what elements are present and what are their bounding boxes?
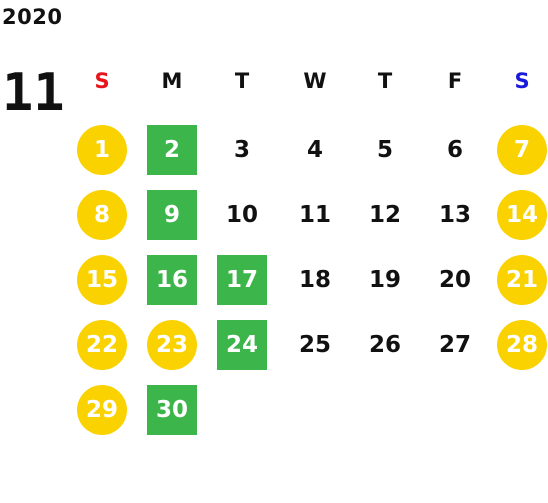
month-number: 11 xyxy=(2,63,65,123)
weekday-label-tuesday: T xyxy=(234,69,250,93)
day-cell-2: 2 xyxy=(147,125,197,175)
day-cell-1: 1 xyxy=(77,125,127,175)
day-cell-26: 26 xyxy=(368,332,401,358)
weekday-label-wednesday: W xyxy=(303,69,327,93)
day-cell-7: 7 xyxy=(497,125,547,175)
day-cell-13: 13 xyxy=(438,202,471,228)
day-cell-30: 30 xyxy=(147,385,197,435)
weekday-label-friday: F xyxy=(447,69,463,93)
day-cell-18: 18 xyxy=(298,267,331,293)
day-cell-5: 5 xyxy=(376,137,393,163)
day-cell-9: 9 xyxy=(147,190,197,240)
day-cell-19: 19 xyxy=(368,267,401,293)
day-cell-15: 15 xyxy=(77,255,127,305)
day-cell-28: 28 xyxy=(497,320,547,370)
day-cell-25: 25 xyxy=(298,332,331,358)
day-cell-16: 16 xyxy=(147,255,197,305)
weekday-label-saturday: S xyxy=(514,69,530,93)
day-cell-8: 8 xyxy=(77,190,127,240)
day-cell-11: 11 xyxy=(298,202,331,228)
day-cell-24: 24 xyxy=(217,320,267,370)
year-label: 2020 xyxy=(2,5,63,29)
day-cell-3: 3 xyxy=(233,137,250,163)
day-cell-22: 22 xyxy=(77,320,127,370)
day-cell-14: 14 xyxy=(497,190,547,240)
day-cell-10: 10 xyxy=(225,202,258,228)
day-cell-29: 29 xyxy=(77,385,127,435)
day-cell-20: 20 xyxy=(438,267,471,293)
day-cell-17: 17 xyxy=(217,255,267,305)
day-cell-23: 23 xyxy=(147,320,197,370)
day-cell-6: 6 xyxy=(446,137,463,163)
day-cell-21: 21 xyxy=(497,255,547,305)
day-cell-12: 12 xyxy=(368,202,401,228)
weekday-label-monday: M xyxy=(161,69,183,93)
day-cell-27: 27 xyxy=(438,332,471,358)
weekday-label-sunday: S xyxy=(94,69,110,93)
day-cell-4: 4 xyxy=(306,137,323,163)
weekday-label-thursday: T xyxy=(377,69,393,93)
